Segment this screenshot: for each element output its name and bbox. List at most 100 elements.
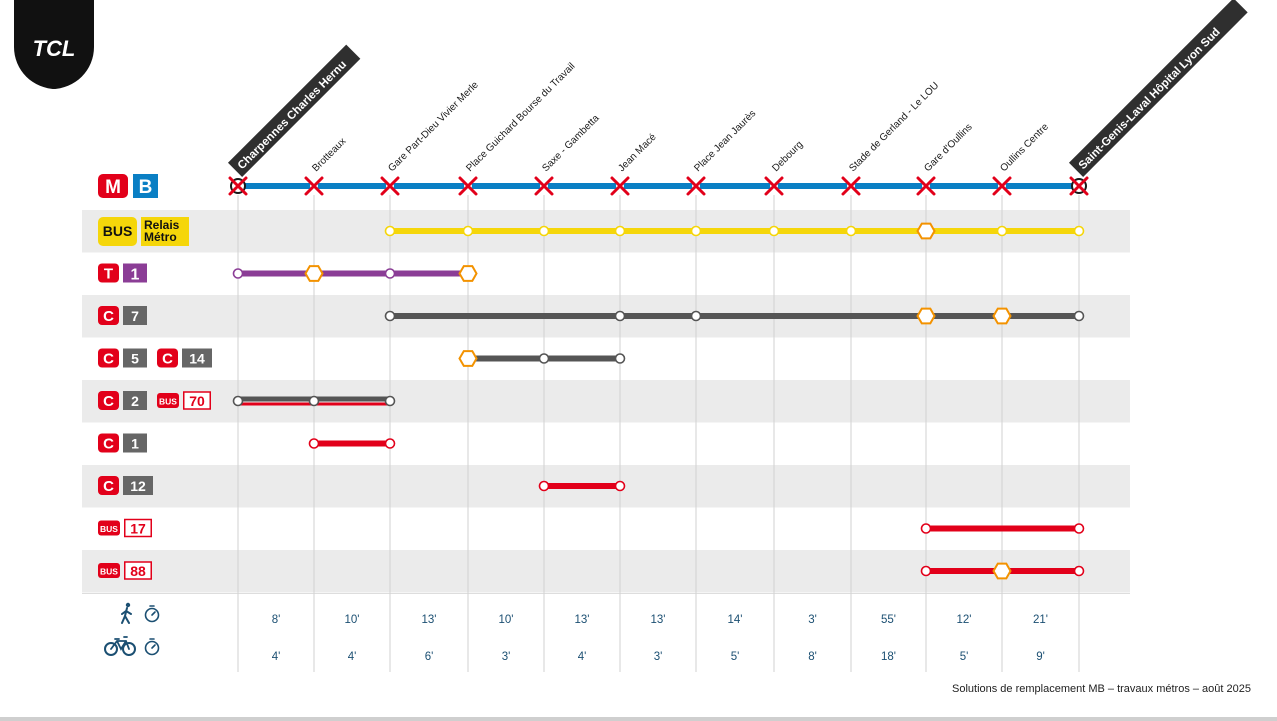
closed-cross-icon [458, 176, 478, 196]
station-name: Gare Part-Dieu Vivier Merle [386, 79, 481, 174]
bus-line-label: 88 [130, 563, 146, 579]
line-number-badge [123, 391, 147, 410]
walk-time: 3' [808, 614, 817, 626]
walk-time: 13' [651, 614, 666, 626]
stop-marker [308, 438, 320, 449]
stop-marker [614, 353, 626, 364]
bike-time: 5' [960, 651, 969, 663]
metro-line-label: B [139, 177, 153, 198]
bike-time: 5' [731, 651, 740, 663]
station-label: Gare d'Oullins [922, 122, 974, 174]
bicycle-wheel [122, 642, 136, 656]
footer-caption: Solutions de remplacement MB – travaux m… [952, 683, 1251, 695]
stopwatch-hand [149, 638, 156, 649]
logo-badge [14, 0, 94, 89]
stop-marker [1073, 523, 1085, 534]
bottom-divider [0, 717, 1277, 721]
line-number-label: 12 [130, 478, 146, 494]
bus-badge-label: BUS [100, 567, 118, 577]
station-label: Stade de Gerland - Le LOU [847, 80, 941, 174]
bus-line-badge [124, 518, 152, 538]
stop-marker [538, 225, 550, 237]
walk-time: 10' [345, 614, 360, 626]
bike-time: 4' [272, 651, 281, 663]
transfer-stop-marker [458, 265, 478, 282]
bus-badge [157, 393, 179, 408]
station-name: Debourg [770, 139, 805, 174]
bus-line-badge [183, 391, 211, 410]
station-name: Jean Macé [616, 131, 659, 174]
stop-marker [384, 395, 396, 407]
c-badge-label: C [103, 308, 114, 325]
closed-cross-icon [916, 176, 936, 196]
closed-cross-icon [610, 176, 630, 196]
station-label: Brotteaux [310, 136, 348, 174]
line-number-badge [123, 306, 147, 325]
stop-marker [538, 480, 550, 492]
bicycle-wheel [104, 642, 118, 656]
times-divider [82, 593, 1130, 594]
c-badge [98, 391, 119, 410]
walk-time: 12' [957, 614, 972, 626]
bus-badge-label: BUS [159, 397, 177, 407]
stop-marker [232, 268, 244, 279]
tram-badge-label: T [104, 266, 113, 283]
station-name: Stade de Gerland - Le LOU [847, 80, 941, 174]
stop-marker [384, 310, 396, 322]
terminus-label-bg [227, 44, 361, 177]
transfer-stop-marker [916, 222, 936, 240]
closed-cross-icon [304, 176, 324, 196]
station-label: Debourg [770, 139, 805, 174]
stop-marker [1073, 310, 1085, 322]
line-number-label: 7 [131, 308, 139, 324]
line-number-label: 14 [189, 351, 205, 367]
c-badge [98, 306, 119, 325]
bike-time: 4' [348, 651, 357, 663]
stop-marker [920, 523, 932, 534]
metro-line-badge [133, 174, 158, 198]
closed-cross-icon [686, 176, 706, 196]
tram-badge [98, 263, 119, 283]
station-label: Oullins Centre [998, 121, 1051, 174]
bus-badge [98, 563, 120, 578]
walk-time: 21' [1033, 614, 1048, 626]
stop-marker [690, 225, 702, 237]
relais-bus-label: BUS [103, 223, 133, 239]
closed-cross-icon [380, 176, 400, 196]
station-label: Gare Part-Dieu Vivier Merle [386, 79, 481, 174]
bike-time: 3' [654, 651, 663, 663]
transfer-stop-marker [458, 350, 478, 367]
metro-mode-badge [98, 174, 128, 198]
stop-marker [538, 353, 550, 364]
c-badge [98, 348, 119, 368]
bike-time: 6' [425, 651, 434, 663]
c-badge [157, 348, 178, 368]
stop-marker [920, 565, 932, 577]
stop-marker [614, 310, 626, 322]
bike-time: 8' [808, 651, 817, 663]
transfer-stop-marker [992, 307, 1012, 325]
stop-marker [996, 225, 1008, 237]
terminus-label: Saint-Genis-Laval Hôpital Lyon Sud [1077, 26, 1223, 172]
metro-mode-label: M [105, 177, 121, 198]
c-badge-label: C [103, 393, 114, 410]
bus-line-label: 17 [130, 521, 146, 537]
bike-time: 4' [578, 651, 587, 663]
station-label: Jean Macé [616, 131, 659, 174]
stop-marker [614, 225, 626, 237]
stop-marker [308, 395, 320, 407]
bus-line-label: 70 [189, 393, 205, 409]
station-name: Place Jean Jaurès [692, 108, 758, 174]
line-number-label: 2 [131, 393, 139, 409]
stop-marker [1073, 565, 1085, 577]
walk-time: 13' [575, 614, 590, 626]
bus-badge [98, 520, 120, 536]
stopwatch-hand [149, 605, 156, 616]
station-name: Brotteaux [310, 136, 348, 174]
c-badge-label: C [103, 478, 114, 495]
station-label: Charpennes Charles Hernu [227, 44, 361, 177]
closed-cross-icon [764, 176, 784, 196]
closed-cross-icon [534, 176, 554, 196]
